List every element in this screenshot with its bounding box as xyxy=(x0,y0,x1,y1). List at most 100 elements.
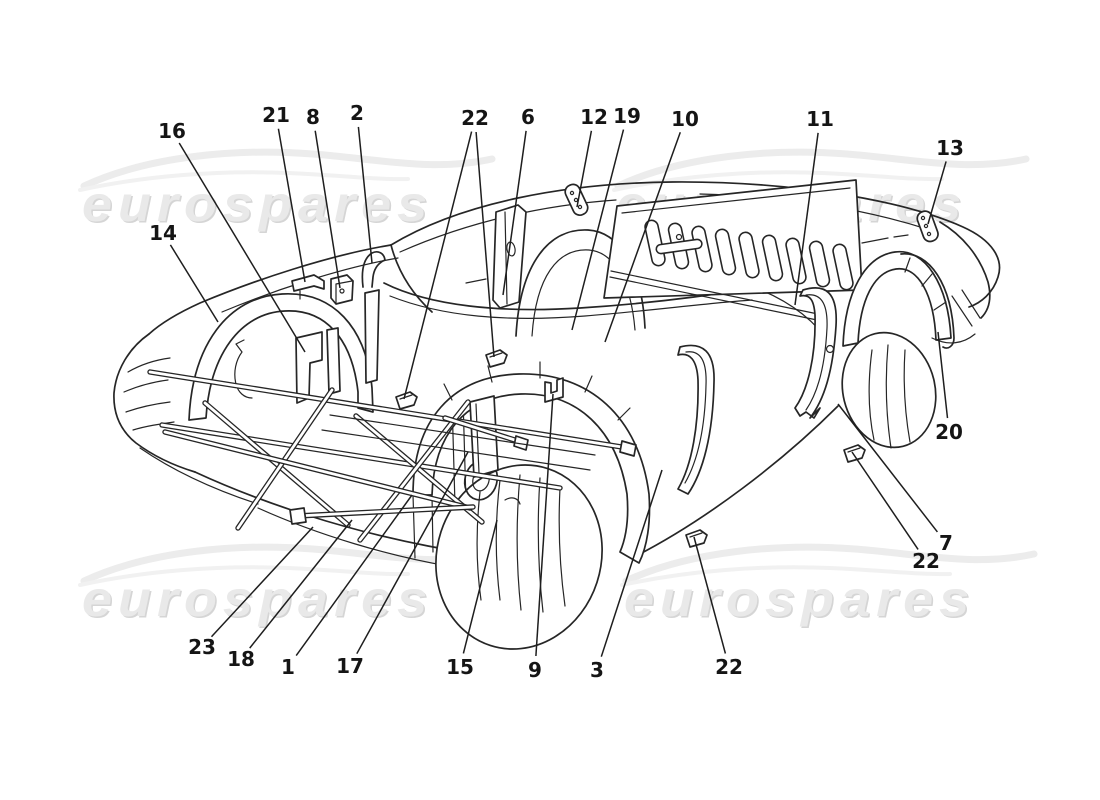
callout-22-4: 22 xyxy=(461,106,489,130)
rocker-bottom xyxy=(389,295,753,319)
clip-22b-edge xyxy=(489,352,503,358)
inner-panel-16a xyxy=(295,331,323,404)
mid-tire-tread xyxy=(476,474,566,613)
callout-18-16: 18 xyxy=(227,647,255,671)
clip-22a-edge xyxy=(399,394,413,400)
leader-line-21 xyxy=(277,128,306,283)
mounting-clips xyxy=(395,349,866,548)
mid-arch-hatches xyxy=(443,361,631,421)
bulkhead-top-edge xyxy=(621,187,851,214)
leader-line-1 xyxy=(295,494,413,657)
rear-accent-lines xyxy=(951,289,981,327)
leader-line-14 xyxy=(169,244,219,323)
tube-end-cap xyxy=(289,507,307,525)
side-panel-edge xyxy=(475,403,480,474)
callout-8-2: 8 xyxy=(306,105,320,129)
cowl-upper-line xyxy=(148,244,392,335)
callout-7-13: 7 xyxy=(939,531,953,555)
nose-hatch-lines xyxy=(123,357,175,431)
leader-line-22 xyxy=(693,536,727,654)
rear-tire xyxy=(841,331,937,449)
callout-1-17: 1 xyxy=(281,655,295,679)
rear-arch-hatches xyxy=(904,257,947,311)
plate-13-hole xyxy=(920,215,926,221)
lower-rear-body-line xyxy=(635,405,839,557)
callout-14-11: 14 xyxy=(149,221,177,245)
pillar-panel-6 xyxy=(492,204,527,309)
clip-22a xyxy=(395,391,418,410)
callout-6-5: 6 xyxy=(521,105,535,129)
brace-bar xyxy=(609,270,819,321)
cross-handle xyxy=(655,238,703,255)
callout-23-15: 23 xyxy=(188,635,216,659)
bracket-8-hole xyxy=(339,288,345,294)
angle-bracket-21 xyxy=(291,274,325,292)
callout-22-22: 22 xyxy=(715,655,743,679)
leader-line-23 xyxy=(210,526,314,638)
callout-9-20: 9 xyxy=(528,658,542,682)
b-pillar-panel-right xyxy=(794,287,838,419)
deck-dashes xyxy=(861,234,909,244)
callout-19-7: 19 xyxy=(613,104,641,128)
callout-16-0: 16 xyxy=(158,119,186,143)
rear-tire-tread xyxy=(868,344,911,449)
vent-slot xyxy=(761,234,784,282)
leader-line-15 xyxy=(462,519,498,654)
callout-22-14: 22 xyxy=(912,549,940,573)
rear-right-wheel-assembly xyxy=(564,183,955,449)
leader-line-13 xyxy=(927,161,947,225)
clip-22d-edge xyxy=(847,447,861,453)
leader-line-8 xyxy=(314,130,341,289)
plate-13-hole xyxy=(926,231,932,237)
plate-12-hole xyxy=(577,204,583,210)
tube-end-cap xyxy=(619,440,637,457)
callout-20-12: 20 xyxy=(935,420,963,444)
pillar-6-edge xyxy=(504,211,508,305)
leader-line-22 xyxy=(851,451,919,550)
floor-edges xyxy=(321,414,596,471)
underbody-mid-line xyxy=(257,507,449,567)
u-bracket-9 xyxy=(544,377,564,403)
plate-12-hole xyxy=(569,190,575,196)
callout-10-8: 10 xyxy=(671,107,699,131)
callout-12-6: 12 xyxy=(580,105,608,129)
callout-3-21: 3 xyxy=(590,658,604,682)
leader-line-22 xyxy=(403,131,473,400)
chassis-frame xyxy=(147,369,637,543)
a-pillar xyxy=(390,244,433,313)
horn-bracket-2 xyxy=(361,250,386,288)
cross-knob xyxy=(675,233,683,241)
rear-bulkhead xyxy=(603,179,863,321)
plate-13-hole xyxy=(923,223,929,229)
vent-slot xyxy=(785,237,807,285)
b-pillar-panel-left xyxy=(677,344,715,495)
leader-line-2 xyxy=(357,126,373,264)
rear-arch-outer-lip xyxy=(900,253,955,349)
callout-11-9: 11 xyxy=(806,107,834,131)
leader-line-7 xyxy=(837,403,938,533)
leader-line-20 xyxy=(937,331,949,419)
under-nose-line xyxy=(139,447,259,505)
vent-slot xyxy=(714,228,737,276)
leader-line-6 xyxy=(502,130,527,296)
callout-21-1: 21 xyxy=(262,103,290,127)
post-panel xyxy=(364,289,380,384)
hub-hook xyxy=(504,497,521,505)
leader-line-12 xyxy=(576,130,593,208)
rear-arch-panel xyxy=(842,250,952,347)
callout-17-18: 17 xyxy=(336,654,364,678)
clip-22b xyxy=(485,349,508,368)
vent-slot xyxy=(832,243,854,291)
vent-slot xyxy=(691,225,713,273)
clip-22c-edge xyxy=(689,532,703,538)
callout-13-10: 13 xyxy=(936,136,964,160)
b-pillar-inner-line xyxy=(684,351,707,484)
leader-line-9 xyxy=(535,393,554,657)
inner-panel-16b xyxy=(326,327,341,395)
callout-15-19: 15 xyxy=(446,655,474,679)
vent-slot xyxy=(738,231,760,279)
mid-tire xyxy=(435,464,603,650)
leader-line-22 xyxy=(475,131,495,358)
front-arch-panel xyxy=(188,293,374,421)
